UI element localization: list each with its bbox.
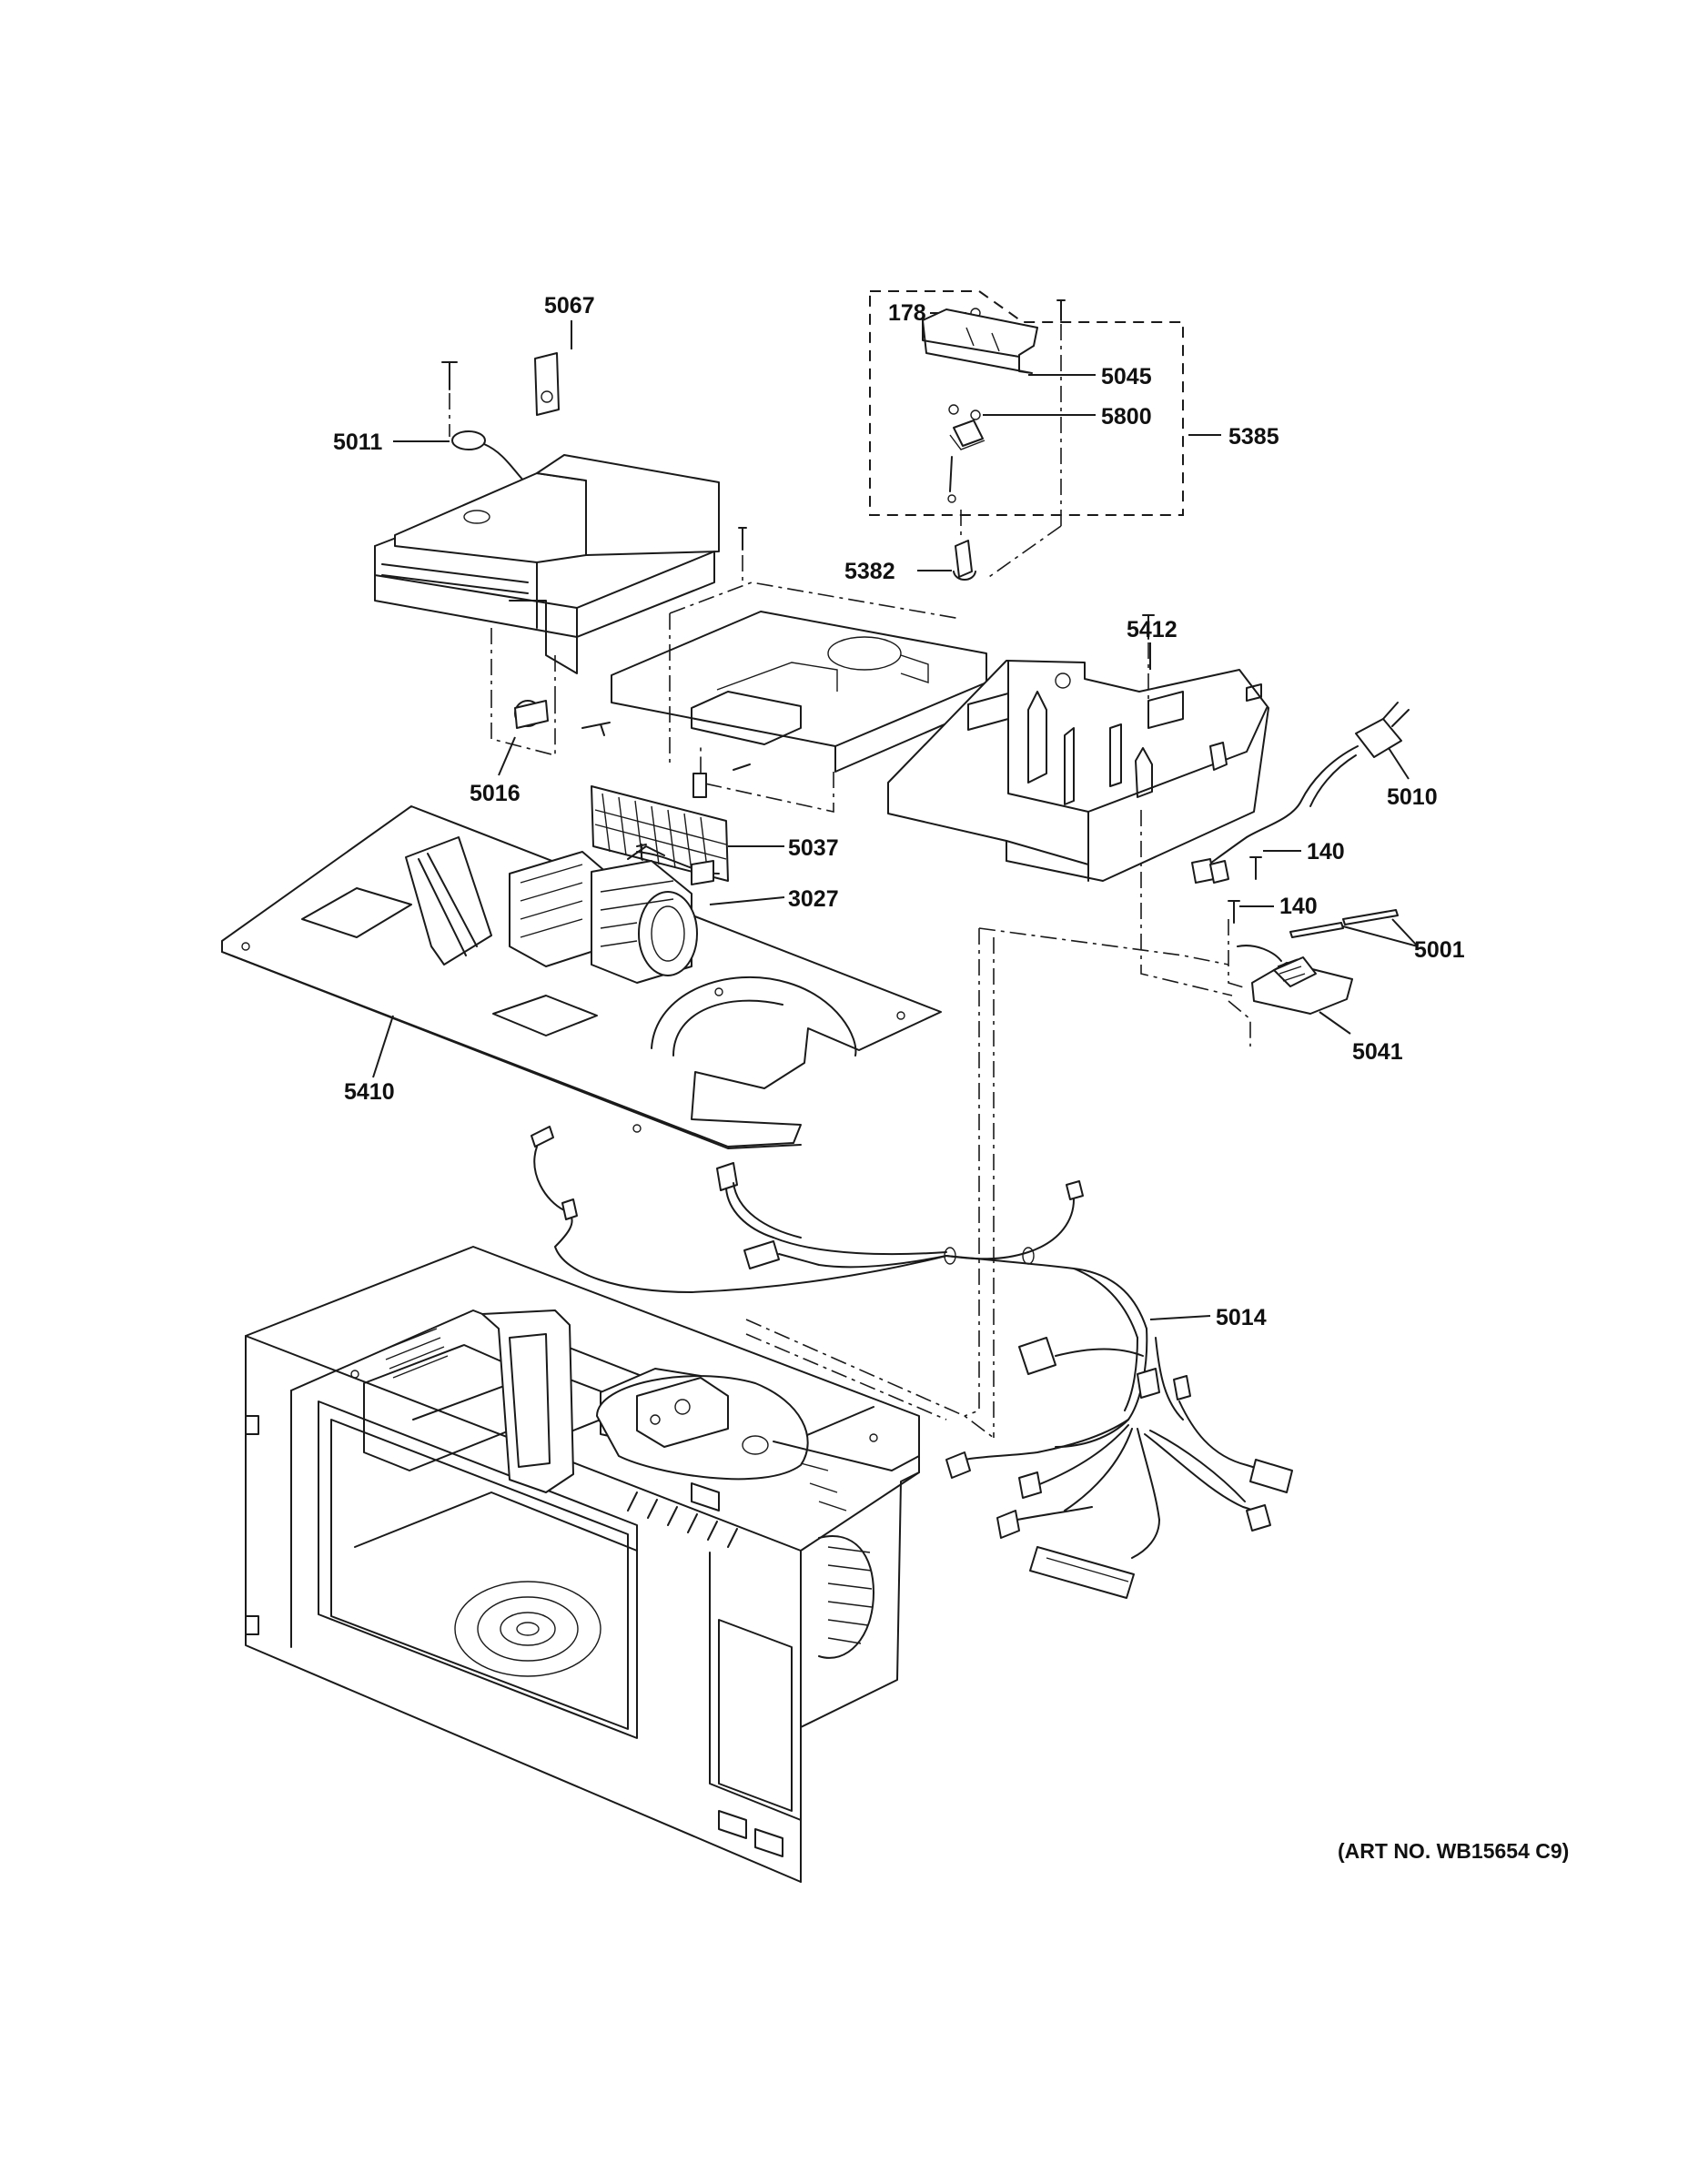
- part-5037-filter: [591, 785, 784, 882]
- label-5045: 5045: [1101, 364, 1152, 389]
- part-5045-bracket: [922, 299, 1096, 526]
- microwave-cavity-chassis: [245, 1246, 920, 1883]
- part-5016-damper-motor: [490, 692, 611, 776]
- label-140-upper: 140: [1307, 839, 1345, 864]
- screw-top-left: [441, 361, 458, 437]
- label-5001: 5001: [1414, 937, 1465, 963]
- part-140-screw-upper: [1249, 850, 1301, 880]
- part-5412-control-box: [887, 614, 1269, 882]
- label-5385: 5385: [1228, 424, 1279, 450]
- label-5011: 5011: [333, 430, 382, 455]
- connector-dashed-lines: [745, 810, 1251, 1439]
- group-5385-boundary: [869, 290, 1221, 516]
- label-5412: 5412: [1127, 617, 1178, 642]
- label-5067: 5067: [544, 293, 595, 318]
- label-5800: 5800: [1101, 404, 1152, 430]
- part-5410-base-plate: [221, 805, 942, 1149]
- part-5041-circuit-board: [1237, 945, 1353, 1035]
- label-5010: 5010: [1387, 784, 1438, 810]
- label-140-lower: 140: [1279, 894, 1318, 919]
- part-5011-thermostat: [393, 430, 538, 492]
- label-5041: 5041: [1352, 1039, 1403, 1065]
- vent-box-assembly: [374, 454, 720, 701]
- part-5067-bracket: [534, 320, 572, 416]
- part-140-screw-lower: [1228, 900, 1274, 924]
- label-5037: 5037: [788, 835, 839, 861]
- part-5001-fuses: [1289, 909, 1419, 947]
- part-3027-blower: [509, 844, 785, 984]
- part-5014-wire-harness: [531, 1126, 1293, 1599]
- part-5800-switch: [947, 404, 1096, 503]
- part-labels: 5067 5011 5016 178 5045 5800 5385 5382 5…: [333, 293, 1465, 1330]
- label-5016: 5016: [470, 781, 521, 806]
- label-5014: 5014: [1216, 1305, 1267, 1330]
- label-5410: 5410: [344, 1079, 395, 1105]
- label-3027: 3027: [788, 886, 839, 912]
- label-178: 178: [888, 300, 926, 326]
- part-5010-power-cord: [1191, 702, 1410, 884]
- part-5382-actuator: [917, 510, 1062, 581]
- mounting-plate: [611, 527, 987, 813]
- label-5382: 5382: [844, 559, 895, 584]
- art-number: (ART NO. WB15654 C9): [1338, 1839, 1569, 1863]
